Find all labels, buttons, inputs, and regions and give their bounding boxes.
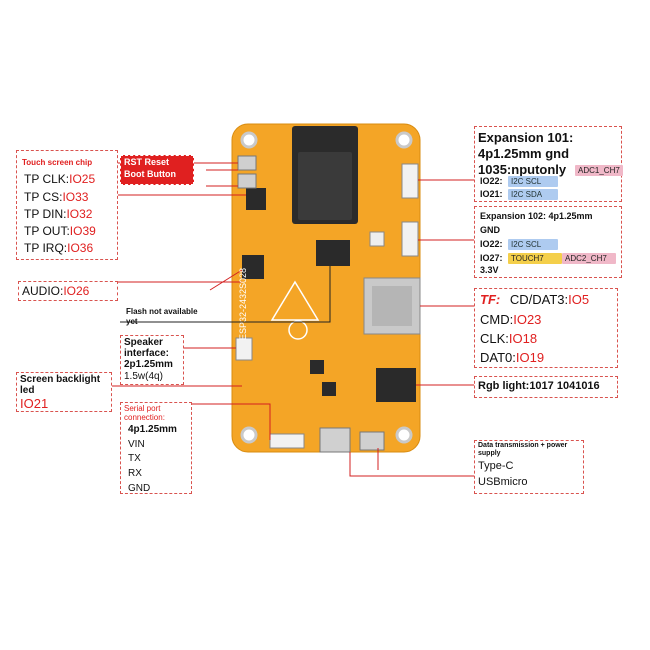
boot-button [237, 173, 257, 189]
touch-row: TP OUT:IO39 [24, 224, 96, 238]
exp101-row1-label: IO22: [480, 176, 503, 186]
exp101-connector [401, 163, 419, 199]
rgb-label: Rgb light:1017 1041016 [478, 380, 600, 392]
touch-chip [246, 188, 266, 210]
exp101-line: 4p1.25mm gnd [478, 146, 570, 161]
touch-row: TP CLK:IO25 [24, 172, 96, 186]
touch-row: TP DIN:IO32 [24, 207, 93, 221]
rst-boot-label [120, 155, 194, 185]
rgb-box [474, 376, 618, 398]
backlight-line: led [20, 385, 35, 396]
data-item: USBmicro [478, 476, 528, 488]
serial-box [120, 402, 192, 494]
data-box [474, 440, 584, 494]
tf-row: CMD:IO23 [480, 312, 542, 327]
backlight-box [16, 372, 112, 412]
data-title: Data transmission + power supply [478, 442, 568, 457]
exp102-row2-label: IO27: [480, 253, 503, 263]
backlight-line: Screen backlight [20, 374, 101, 385]
speaker-line: 1.5w(4q) [124, 371, 163, 382]
exp101-row1-tag: I2C SCL [508, 176, 558, 187]
serial-item: RX [128, 468, 142, 479]
exp102-line: GND [480, 225, 500, 235]
touch-row: TP IRQ:IO36 [24, 241, 94, 255]
exp102-row1-label: IO22: [480, 239, 503, 249]
silkscreen-label: ESP32-2432S028 [238, 267, 248, 340]
rst-label: RST Reset [124, 157, 170, 167]
exp102-line: Expansion 102: 4p1.25mm [480, 211, 593, 221]
serial-title: Serial port [124, 404, 161, 413]
data-item: Type-C [478, 460, 514, 472]
tf-row: TF: CD/DAT3:IO5 [480, 292, 590, 307]
serial-item: VIN [128, 439, 145, 450]
flash-chip [316, 240, 350, 266]
exp102-line: 3.3V [480, 265, 499, 275]
exp101-row2-tag: I2C SDA [508, 189, 558, 200]
exp102-connector [401, 221, 419, 257]
serial-item: 4p1.25mm [128, 424, 177, 435]
tf-row: DAT0:IO19 [480, 350, 545, 365]
boot-label: Boot Button [124, 169, 176, 179]
speaker-line: interface: [124, 348, 170, 359]
usb-c-connector [319, 427, 351, 453]
tf-box [474, 288, 618, 368]
touch-title: Touch screen chip [22, 158, 93, 167]
mounting-holes [240, 131, 413, 444]
audio-box [18, 281, 118, 301]
exp101-adc-tag: ADC1_CH7 [575, 165, 623, 176]
exp101-line: 1035:nputonly [478, 162, 567, 177]
audio-chip [242, 255, 264, 279]
audio-label: AUDIO:IO26 [22, 284, 90, 298]
speaker-line: 2p1.25mm [124, 359, 173, 370]
tf-row: CLK:IO18 [480, 331, 538, 346]
serial-title: connection: [124, 413, 165, 422]
speaker-connector [235, 337, 253, 361]
touch-row: TP CS:IO33 [24, 190, 89, 204]
usb-micro-connector [359, 431, 385, 451]
exp101-row2-label: IO21: [480, 189, 503, 199]
serial-connector [269, 433, 305, 449]
speaker-line: Speaker [124, 337, 163, 348]
backlight-pin: IO21 [20, 396, 49, 411]
serial-item: TX [128, 453, 141, 464]
flash-note: Flash not available yet [126, 307, 198, 326]
exp102-row1-tag: I2C SCL [508, 239, 558, 250]
exp101-line: Expansion 101: [478, 130, 574, 145]
serial-item: GND [128, 483, 151, 494]
touch-chip-box [16, 150, 118, 260]
exp102-row2-tag-touch: TOUCH7 [508, 253, 562, 264]
exp102-row2-tag-adc: ADC2_CH7 [562, 253, 616, 264]
speaker-box [120, 335, 184, 385]
rst-button [237, 155, 257, 171]
